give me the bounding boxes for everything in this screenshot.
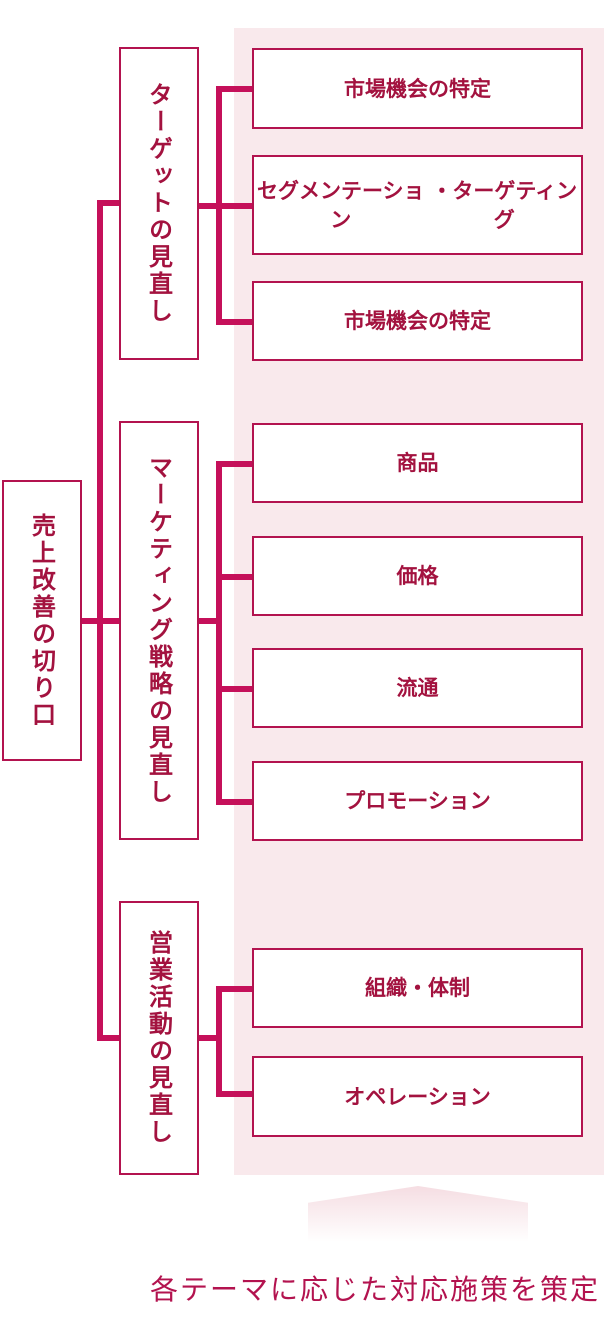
leaf-operation: オペレーション bbox=[252, 1056, 583, 1137]
footer-caption: 各テーマに応じた対応施策を策定 bbox=[149, 1273, 600, 1306]
leaf-label: 市場機会の特定 bbox=[344, 308, 491, 334]
category-box-target: ターゲットの見直し bbox=[119, 47, 199, 360]
category-box-sales: 営業活動の見直し bbox=[119, 901, 199, 1175]
cat2-leaf3-connector bbox=[216, 686, 254, 692]
cat2-vertical bbox=[216, 461, 222, 805]
root-connector bbox=[80, 618, 98, 624]
leaf-label: プロモーション bbox=[344, 788, 491, 814]
leaf-label-line1: セグメンテーション bbox=[256, 177, 425, 232]
leaf-segmentation-targeting: セグメンテーション ・ターゲティング bbox=[252, 155, 583, 255]
leaf-market-opportunity: 市場機会の特定 bbox=[252, 48, 583, 129]
leaf-label: 市場機会の特定 bbox=[344, 75, 491, 101]
cat1-leaf2-connector bbox=[216, 203, 254, 209]
leaf-product: 商品 bbox=[252, 423, 583, 503]
category-box-marketing: マーケティング戦略の見直し bbox=[119, 421, 199, 840]
cat1-leaf3-connector bbox=[216, 319, 254, 325]
leaf-label: 組織・体制 bbox=[365, 975, 470, 1001]
cat2-leaf4-connector bbox=[216, 799, 254, 805]
leaf-distribution: 流通 bbox=[252, 648, 583, 728]
cat3-vertical bbox=[216, 986, 222, 1097]
leaf-label-line2: ・ターゲティング bbox=[431, 177, 578, 232]
branch-connector-1 bbox=[97, 200, 121, 206]
cat2-leaf1-connector bbox=[216, 461, 254, 467]
cat1-stub bbox=[197, 203, 219, 209]
cat3-stub bbox=[197, 1035, 219, 1041]
leaf-label: 価格 bbox=[396, 563, 439, 589]
leaf-organization: 組織・体制 bbox=[252, 948, 583, 1028]
branch-connector-2 bbox=[97, 618, 121, 624]
leaf-label: 流通 bbox=[396, 675, 439, 701]
cat3-leaf1-connector bbox=[216, 986, 254, 992]
leaf-promotion: プロモーション bbox=[252, 761, 583, 841]
root-box: 売上改善の切り口 bbox=[2, 480, 82, 761]
cat3-leaf2-connector bbox=[216, 1091, 254, 1097]
branch-connector-3 bbox=[97, 1035, 121, 1041]
up-arrow-icon bbox=[308, 1186, 528, 1242]
cat1-leaf1-connector bbox=[216, 86, 254, 92]
leaf-price: 価格 bbox=[252, 536, 583, 616]
leaf-label: 商品 bbox=[396, 450, 439, 476]
leaf-market-opportunity-2: 市場機会の特定 bbox=[252, 281, 583, 361]
cat2-stub bbox=[197, 618, 219, 624]
cat2-leaf2-connector bbox=[216, 574, 254, 580]
leaf-label: オペレーション bbox=[344, 1083, 491, 1109]
